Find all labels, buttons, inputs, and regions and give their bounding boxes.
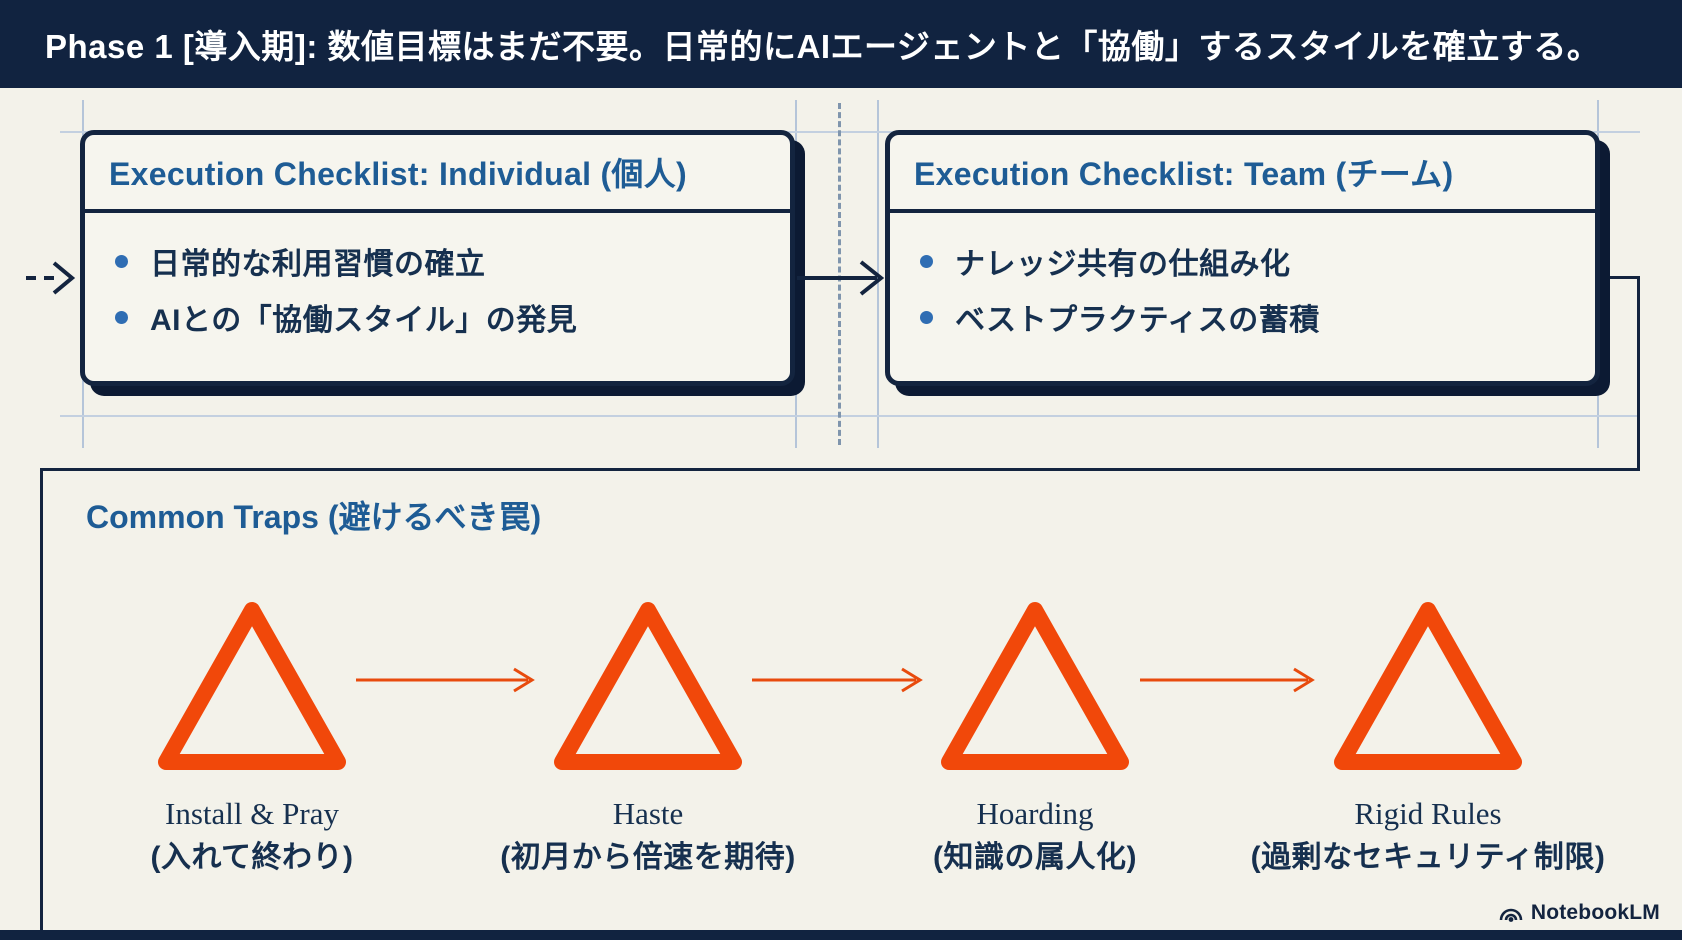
- warning-triangle-icon: [941, 602, 1129, 770]
- list-item-label: 日常的な利用習慣の確立: [150, 248, 486, 281]
- notebooklm-icon: [1499, 908, 1523, 922]
- list-item: AIとの「協働スタイル」の発見: [115, 289, 760, 345]
- guide-line: [795, 100, 797, 448]
- list-item-label: ナレッジ共有の仕組み化: [955, 248, 1291, 281]
- guide-line: [60, 131, 1640, 133]
- checklist-team-header: Execution Checklist: Team (チーム): [890, 135, 1595, 213]
- checklist-box-individual: Execution Checklist: Individual (個人) 日常的…: [80, 130, 795, 386]
- trap-label-ja: (入れて終わり): [150, 841, 354, 874]
- trap-label-en: Hoarding: [976, 796, 1094, 831]
- trap-label-ja: (初月から倍速を期待): [500, 841, 796, 874]
- checklist-team-body: ナレッジ共有の仕組み化 ベストプラクティスの蓄積: [890, 213, 1595, 345]
- checklist-individual-title: Execution Checklist: Individual (個人): [109, 156, 687, 192]
- trap-label-en: Haste: [612, 796, 684, 831]
- trap-arrow-icon: [752, 667, 923, 693]
- list-item: ナレッジ共有の仕組み化: [920, 233, 1565, 289]
- notebooklm-brand: NotebookLM: [1498, 898, 1660, 928]
- team-to-traps-connector: [1600, 276, 1640, 279]
- checklist-individual-body: 日常的な利用習慣の確立 AIとの「協働スタイル」の発見: [85, 213, 790, 345]
- warning-triangle-icon: [158, 602, 346, 770]
- warning-triangle-icon: [554, 602, 742, 770]
- trap-label-en: Rigid Rules: [1354, 796, 1502, 831]
- checklist-team-title: Execution Checklist: Team (チーム): [914, 156, 1454, 192]
- phase-banner: Phase 1 [導入期]: 数値目標はまだ不要。日常的にAIエージェントと「協…: [0, 0, 1682, 88]
- trap-arrow-icon: [356, 667, 535, 693]
- phase-banner-text: Phase 1 [導入期]: 数値目標はまだ不要。日常的にAIエージェントと「協…: [45, 28, 1601, 65]
- bottom-strip: [0, 930, 1682, 940]
- bullet-dot-icon: [920, 310, 933, 324]
- dashed-divider-line: [838, 103, 841, 445]
- checklist-individual-header: Execution Checklist: Individual (個人): [85, 135, 790, 213]
- common-traps-title: Common Traps (避けるべき罠): [86, 499, 542, 535]
- trap-label-haste: Haste (初月から倍速を期待): [418, 793, 878, 881]
- trap-label-rigid-rules: Rigid Rules (過剰なセキュリティ制限): [1198, 793, 1658, 881]
- list-item-label: ベストプラクティスの蓄積: [955, 304, 1320, 337]
- team-to-traps-connector: [1637, 276, 1640, 470]
- bullet-dot-icon: [115, 310, 128, 324]
- guide-line: [60, 415, 1640, 417]
- list-item-label: AIとの「協働スタイル」の発見: [150, 304, 578, 337]
- trap-label-en: Install & Pray: [165, 796, 339, 831]
- trap-label-ja: (知識の属人化): [933, 841, 1137, 874]
- trap-arrow-icon: [1140, 667, 1315, 693]
- bullet-dot-icon: [920, 254, 933, 268]
- notebooklm-label: NotebookLM: [1530, 901, 1660, 924]
- list-item: ベストプラクティスの蓄積: [920, 289, 1565, 345]
- bullet-dot-icon: [115, 254, 128, 268]
- dashed-entry-arrow-icon: [26, 261, 76, 295]
- trap-label-install-pray: Install & Pray (入れて終わり): [22, 793, 482, 881]
- box-connector-arrow-icon: [797, 260, 885, 296]
- trap-label-hoarding: Hoarding (知識の属人化): [805, 793, 1265, 881]
- list-item: 日常的な利用習慣の確立: [115, 233, 760, 289]
- common-traps-frame: [40, 468, 1640, 933]
- warning-triangle-icon: [1334, 602, 1522, 770]
- trap-label-ja: (過剰なセキュリティ制限): [1250, 841, 1606, 874]
- checklist-box-team: Execution Checklist: Team (チーム) ナレッジ共有の仕…: [885, 130, 1600, 386]
